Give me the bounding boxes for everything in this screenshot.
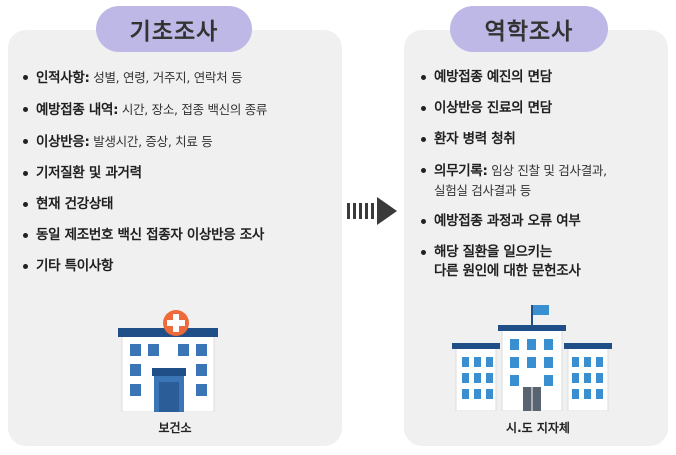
list-item: 예방접종 내역: 시간, 장소, 접종 백신의 종류: [22, 100, 340, 120]
basic-survey-title: 기초조사: [96, 6, 252, 52]
list-item: 이상반응 진료의 면담: [420, 99, 670, 118]
list-item: 기저질환 및 과거력: [22, 164, 340, 183]
local-government-caption: 시.도 지자체: [506, 421, 570, 435]
list-item: 의무기록: 임상 진찰 및 검사결과,실험실 검사결과 등: [420, 161, 670, 200]
government-building-icon: [452, 305, 612, 411]
list-item: 현재 건강상태: [22, 195, 340, 214]
list-item: 이상반응: 발생시간, 증상, 치료 등: [22, 132, 340, 152]
epidemiological-survey-title: 역학조사: [450, 6, 608, 52]
list-item: 예방접종 예진의 면담: [420, 68, 670, 87]
list-item: 인적사항: 성별, 연령, 거주지, 연락처 등: [22, 68, 340, 88]
dashed-right-arrow-icon: [347, 197, 397, 225]
epidemiological-survey-list: 예방접종 예진의 면담 이상반응 진료의 면담 환자 병력 청취 의무기록: 임…: [420, 68, 670, 293]
list-item: 기타 특이사항: [22, 257, 340, 276]
list-item: 동일 제조번호 백신 접종자 이상반응 조사: [22, 226, 340, 245]
basic-survey-list: 인적사항: 성별, 연령, 거주지, 연락처 등 예방접종 내역: 시간, 장소…: [22, 68, 340, 288]
health-center-caption: 보건소: [158, 421, 192, 435]
list-item: 환자 병력 청취: [420, 130, 670, 149]
health-center-building-icon: [118, 310, 218, 412]
list-item: 예방접종 과정과 오류 여부: [420, 212, 670, 231]
